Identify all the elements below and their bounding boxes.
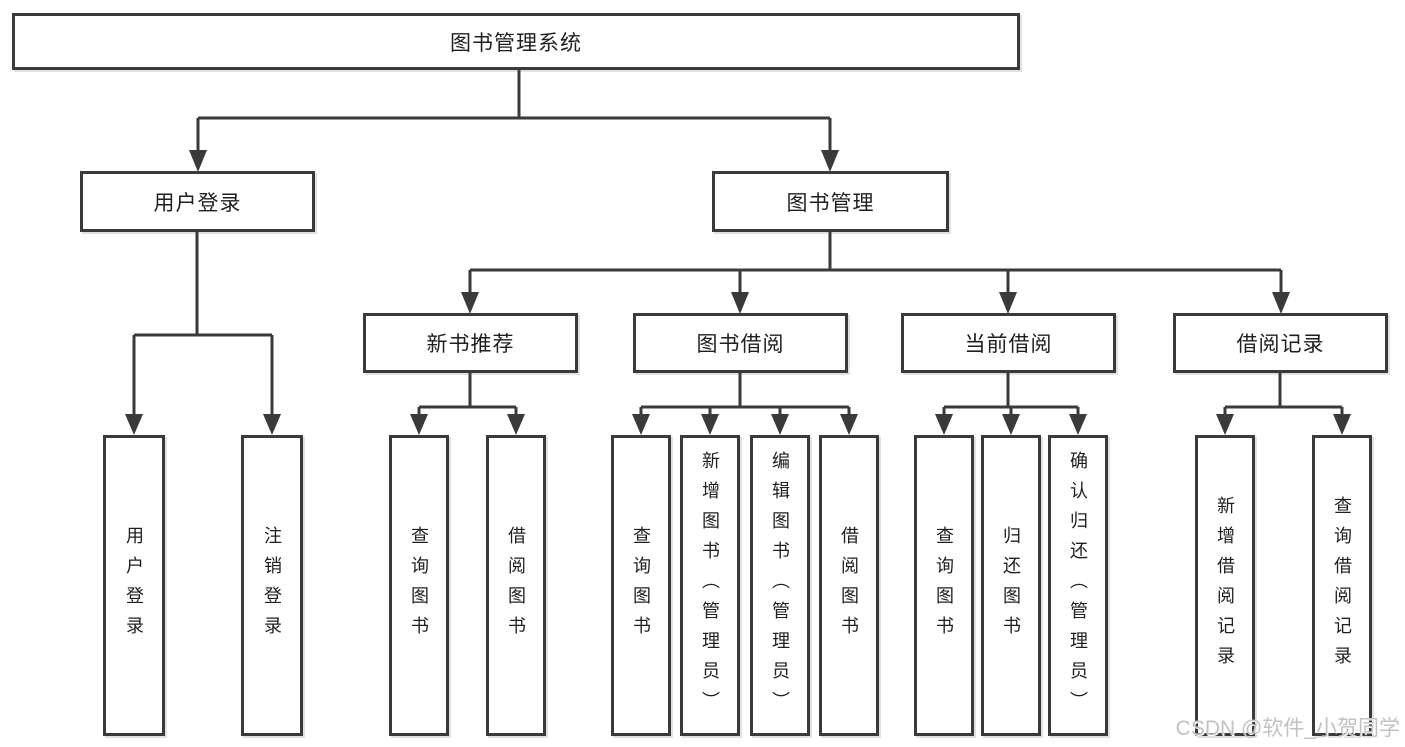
leaf-return-book-label: 归还图书: [1001, 525, 1021, 646]
csdn-watermark: CSDN @软件_小贺同学: [1175, 717, 1400, 740]
node-borrow-record-label: 借阅记录: [1236, 333, 1325, 356]
node-root-label: 图书管理系统: [450, 31, 582, 55]
leaf-logout-label: 注销登录: [262, 525, 282, 646]
node-current-borrow-label: 当前借阅: [964, 333, 1053, 356]
leaf-user-login: 用户登录: [103, 435, 165, 736]
leaf-user-login-label: 用户登录: [124, 525, 144, 646]
leaf-add-book-admin: 新增图书（管理员）: [680, 435, 740, 736]
leaf-query-borrow-record-label: 查询借阅记录: [1332, 495, 1352, 676]
node-user-login: 用户登录: [80, 171, 315, 232]
leaf-add-book-admin-label: 新增图书（管理员）: [700, 450, 720, 721]
leaf-confirm-return-admin: 确认归还（管理员）: [1048, 435, 1108, 736]
leaf-add-borrow-record-label: 新增借阅记录: [1215, 495, 1235, 676]
node-book-management: 图书管理: [712, 171, 949, 232]
leaf-current-query-book-label: 查询图书: [934, 525, 954, 646]
leaf-borrow-query-book: 查询图书: [611, 435, 671, 736]
leaf-add-borrow-record: 新增借阅记录: [1195, 435, 1255, 736]
leaf-recommend-borrow-book: 借阅图书: [486, 435, 546, 736]
node-new-book-recommend: 新书推荐: [363, 313, 578, 373]
leaf-confirm-return-admin-label: 确认归还（管理员）: [1068, 450, 1088, 721]
node-root: 图书管理系统: [12, 13, 1020, 70]
node-user-login-label: 用户登录: [153, 191, 242, 215]
node-book-borrow: 图书借阅: [633, 313, 848, 373]
leaf-return-book: 归还图书: [981, 435, 1041, 736]
leaf-current-query-book: 查询图书: [914, 435, 974, 736]
leaf-borrow-query-book-label: 查询图书: [631, 525, 651, 646]
leaf-query-borrow-record: 查询借阅记录: [1312, 435, 1372, 736]
leaf-edit-book-admin: 编辑图书（管理员）: [750, 435, 810, 736]
leaf-borrow-book-label: 借阅图书: [839, 525, 859, 646]
node-borrow-record: 借阅记录: [1173, 313, 1388, 373]
node-new-book-recommend-label: 新书推荐: [426, 333, 515, 356]
node-book-management-label: 图书管理: [786, 191, 875, 215]
leaf-recommend-query-book: 查询图书: [389, 435, 449, 736]
leaf-recommend-query-book-label: 查询图书: [409, 525, 429, 646]
node-current-borrow: 当前借阅: [901, 313, 1116, 373]
leaf-recommend-borrow-book-label: 借阅图书: [506, 525, 526, 646]
leaf-edit-book-admin-label: 编辑图书（管理员）: [770, 450, 790, 721]
node-book-borrow-label: 图书借阅: [696, 333, 785, 356]
leaf-logout: 注销登录: [241, 435, 303, 736]
leaf-borrow-book: 借阅图书: [819, 435, 879, 736]
